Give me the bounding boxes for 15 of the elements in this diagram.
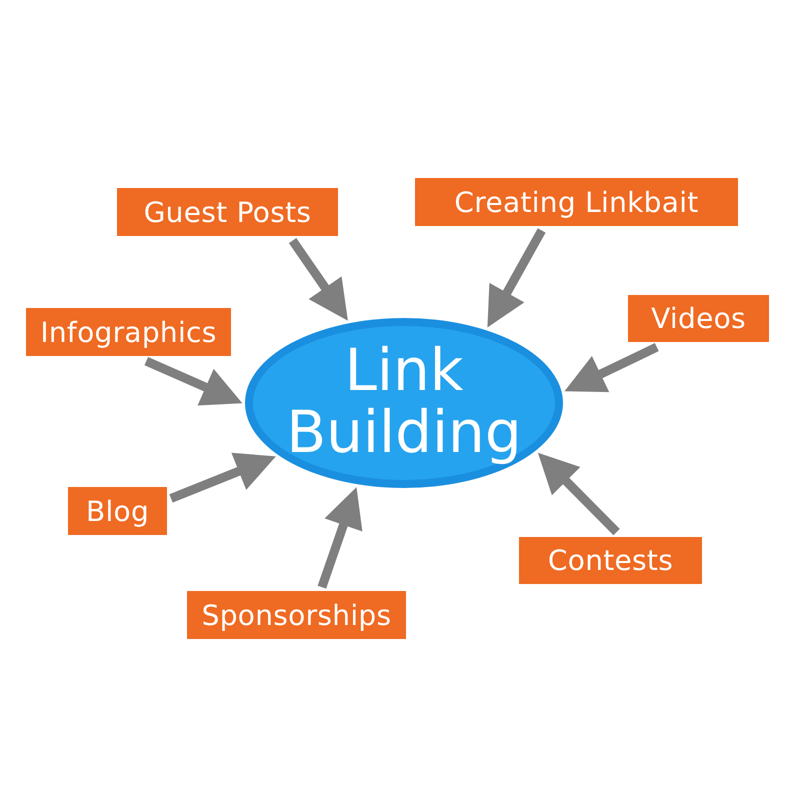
central-topic-text: Link Building xyxy=(285,339,523,463)
arrow xyxy=(318,487,362,589)
topic-box: Videos xyxy=(628,295,769,342)
topic-box: Creating Linkbait xyxy=(415,178,738,226)
topic-box: Sponsorships xyxy=(187,591,406,639)
topic-box: Infographics xyxy=(26,308,231,356)
arrow xyxy=(288,238,348,321)
arrow xyxy=(538,452,620,536)
arrow xyxy=(144,356,242,406)
topic-box: Guest Posts xyxy=(117,188,338,236)
arrow xyxy=(564,343,659,392)
arrow xyxy=(487,228,546,328)
topic-box: Contests xyxy=(519,537,702,584)
topic-box: Blog xyxy=(68,487,167,535)
arrow xyxy=(169,452,276,503)
